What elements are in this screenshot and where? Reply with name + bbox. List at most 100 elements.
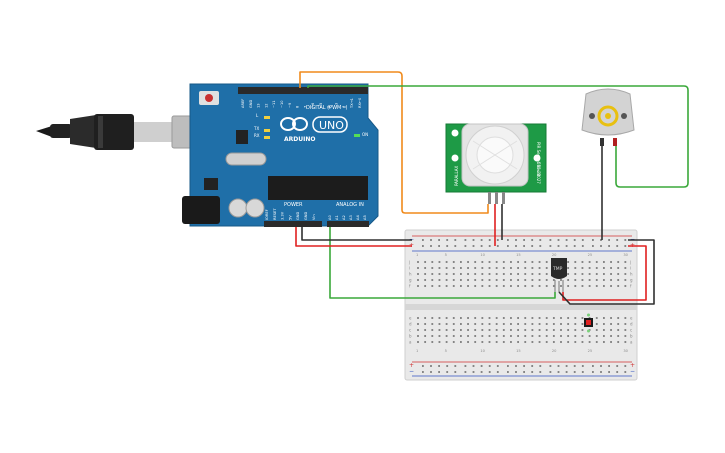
breadboard-hole[interactable]: [567, 335, 570, 337]
rail-hole[interactable]: [464, 239, 467, 241]
rail-hole[interactable]: [565, 365, 568, 367]
breadboard-hole[interactable]: [495, 329, 498, 331]
breadboard-hole[interactable]: [502, 267, 505, 269]
breadboard-hole[interactable]: [431, 329, 434, 331]
breadboard-hole[interactable]: [531, 323, 534, 325]
rail-hole[interactable]: [581, 365, 584, 367]
rail-hole[interactable]: [581, 239, 584, 241]
breadboard-hole[interactable]: [603, 279, 605, 281]
breadboard-hole[interactable]: [517, 279, 519, 281]
breadboard-hole[interactable]: [560, 285, 562, 287]
breadboard-hole[interactable]: [495, 273, 498, 275]
breadboard-hole[interactable]: [445, 285, 448, 287]
rail-hole[interactable]: [515, 365, 517, 367]
rail-hole[interactable]: [531, 365, 534, 367]
rail-hole[interactable]: [573, 239, 576, 241]
rail-hole[interactable]: [472, 245, 475, 247]
rail-hole[interactable]: [549, 245, 552, 247]
breadboard-hole[interactable]: [417, 261, 419, 263]
breadboard-hole[interactable]: [603, 285, 605, 287]
breadboard-hole[interactable]: [603, 323, 605, 325]
breadboard-holes[interactable]: [417, 239, 627, 373]
breadboard-hole[interactable]: [595, 335, 598, 337]
wires[interactable]: [295, 71, 689, 305]
breadboard-hole[interactable]: [488, 323, 491, 325]
breadboard-hole[interactable]: [438, 273, 441, 275]
arduino-uno-board[interactable]: L TX RX ON DIGITAL (PWM~) POWER ANALOG I…: [182, 83, 379, 227]
breadboard-hole[interactable]: [545, 317, 548, 319]
rail-hole[interactable]: [454, 365, 457, 367]
breadboard-hole[interactable]: [510, 261, 512, 263]
breadboard-hole[interactable]: [417, 329, 419, 331]
breadboard-hole[interactable]: [510, 341, 512, 343]
rail-hole[interactable]: [507, 371, 509, 373]
rail-hole[interactable]: [557, 365, 560, 367]
breadboard-hole[interactable]: [595, 267, 598, 269]
breadboard-hole[interactable]: [452, 261, 455, 263]
breadboard-hole[interactable]: [595, 261, 598, 263]
rail-hole[interactable]: [422, 371, 424, 373]
breadboard-hole[interactable]: [502, 329, 505, 331]
breadboard-hole[interactable]: [617, 323, 620, 325]
breadboard-hole[interactable]: [524, 279, 527, 281]
breadboard-hole[interactable]: [581, 329, 584, 331]
breadboard-hole[interactable]: [617, 279, 620, 281]
breadboard-hole[interactable]: [610, 323, 612, 325]
breadboard-hole[interactable]: [531, 317, 534, 319]
breadboard-hole[interactable]: [538, 279, 541, 281]
rail-hole[interactable]: [565, 239, 568, 241]
breadboard-hole[interactable]: [467, 285, 469, 287]
temperature-sensor-tmp36[interactable]: TMP: [551, 258, 567, 292]
breadboard-hole[interactable]: [431, 285, 434, 287]
rail-hole[interactable]: [488, 365, 491, 367]
breadboard-hole[interactable]: [424, 273, 427, 275]
breadboard-hole[interactable]: [624, 317, 627, 319]
rail-hole[interactable]: [446, 365, 449, 367]
rail-hole[interactable]: [515, 239, 517, 241]
breadboard-hole[interactable]: [524, 317, 527, 319]
rail-hole[interactable]: [573, 365, 576, 367]
breadboard-hole[interactable]: [545, 323, 548, 325]
rail-hole[interactable]: [565, 245, 568, 247]
breadboard-hole[interactable]: [538, 341, 541, 343]
rail-hole[interactable]: [446, 245, 449, 247]
breadboard-hole[interactable]: [510, 335, 512, 337]
breadboard-hole[interactable]: [567, 279, 570, 281]
breadboard-hole[interactable]: [474, 317, 477, 319]
rail-hole[interactable]: [549, 239, 552, 241]
breadboard-hole[interactable]: [460, 323, 462, 325]
pir-motion-sensor[interactable]: PARALLAX PIR Sensor Rev B 555-28027: [445, 123, 547, 204]
usb-cable[interactable]: [36, 114, 203, 150]
rail-hole[interactable]: [539, 365, 542, 367]
breadboard-hole[interactable]: [438, 317, 441, 319]
rail-hole[interactable]: [608, 245, 610, 247]
breadboard-hole[interactable]: [531, 329, 534, 331]
breadboard-hole[interactable]: [603, 267, 605, 269]
breadboard-hole[interactable]: [460, 279, 462, 281]
breadboard-hole[interactable]: [574, 273, 577, 275]
rail-hole[interactable]: [464, 371, 467, 373]
breadboard-hole[interactable]: [510, 279, 512, 281]
breadboard-hole[interactable]: [510, 267, 512, 269]
breadboard-hole[interactable]: [545, 341, 548, 343]
breadboard-hole[interactable]: [574, 341, 577, 343]
breadboard-hole[interactable]: [488, 329, 491, 331]
rail-hole[interactable]: [507, 239, 509, 241]
rail-hole[interactable]: [531, 371, 534, 373]
breadboard-hole[interactable]: [495, 279, 498, 281]
breadboard-hole[interactable]: [545, 285, 548, 287]
rail-hole[interactable]: [464, 365, 467, 367]
rail-hole[interactable]: [608, 371, 610, 373]
breadboard-hole[interactable]: [581, 273, 584, 275]
breadboard-hole[interactable]: [603, 335, 605, 337]
breadboard-hole[interactable]: [488, 279, 491, 281]
breadboard-hole[interactable]: [431, 323, 434, 325]
rail-hole[interactable]: [531, 245, 534, 247]
breadboard-hole[interactable]: [545, 261, 548, 263]
breadboard-hole[interactable]: [467, 317, 469, 319]
power-header[interactable]: [264, 221, 322, 227]
breadboard-hole[interactable]: [624, 267, 627, 269]
breadboard-hole[interactable]: [467, 273, 469, 275]
rail-hole[interactable]: [565, 371, 568, 373]
breadboard-hole[interactable]: [538, 329, 541, 331]
